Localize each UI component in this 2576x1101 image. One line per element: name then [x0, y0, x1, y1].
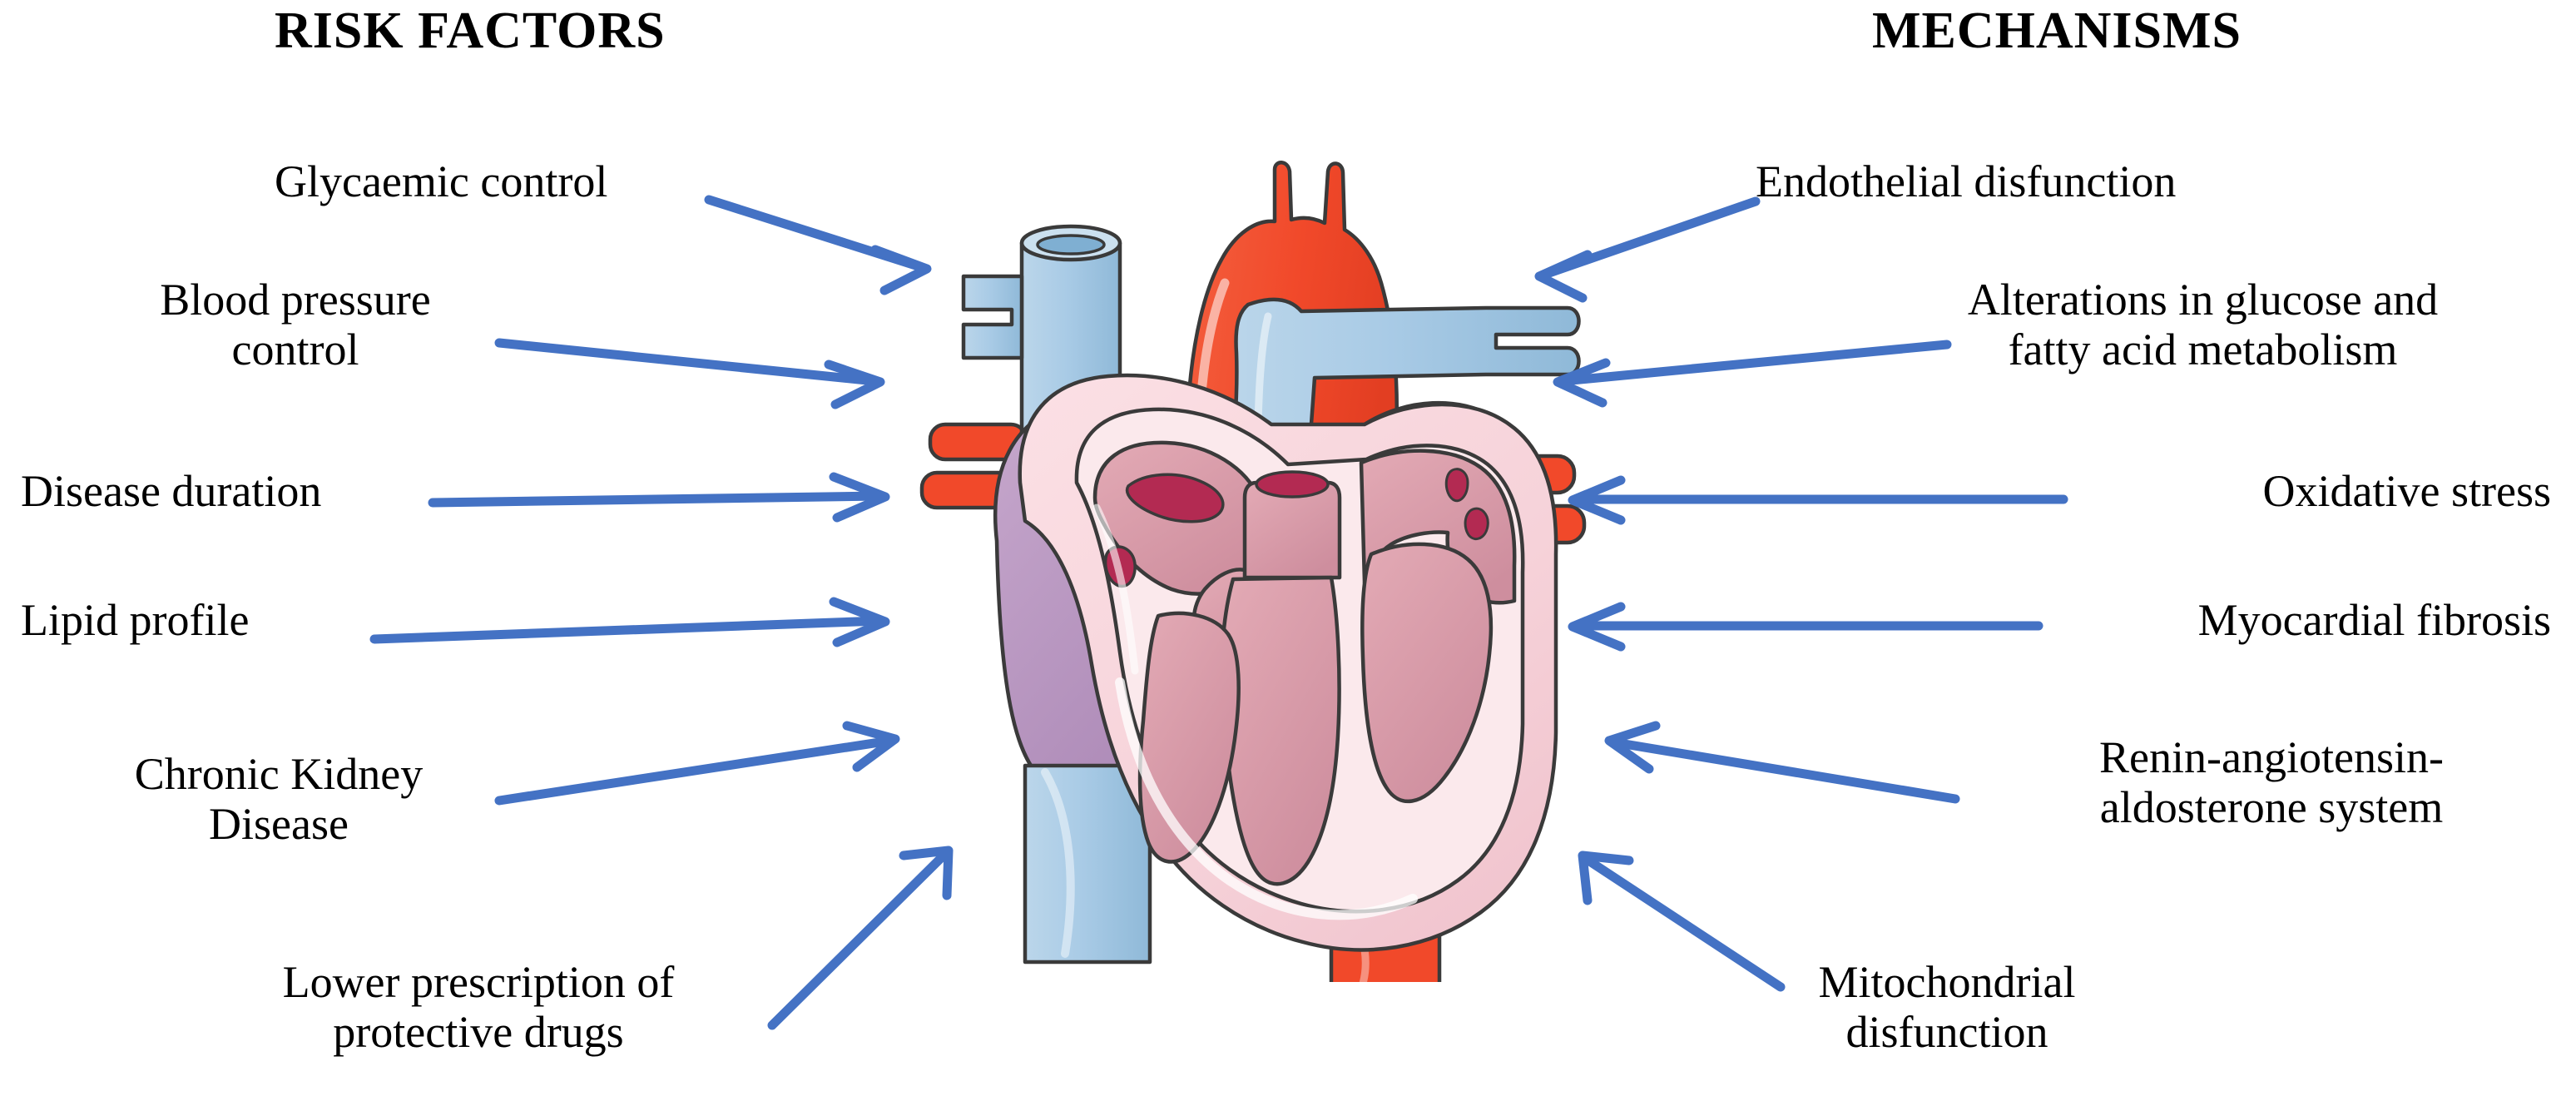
arrow-disease-duration	[428, 472, 890, 523]
heading-mechanisms: MECHANISMS	[1872, 2, 2242, 59]
label-glucose-fatty-acid-metabolism: Alterations in glucose and fatty acid me…	[1967, 275, 2439, 375]
arrow-blood-pressure	[494, 338, 885, 409]
label-lower-prescription-protective-drugs: Lower prescription of protective drugs	[282, 957, 675, 1058]
arrow-oxidative-stress	[1568, 475, 2068, 525]
label-lipid-profile: Lipid profile	[21, 595, 250, 645]
arrow-chronic-kidney-disease	[494, 721, 900, 806]
label-renin-angiotensin-aldosterone-system: Renin-angiotensin- aldosterone system	[2099, 732, 2444, 833]
arrow-lipid-profile	[369, 597, 890, 647]
label-myocardial-fibrosis: Myocardial fibrosis	[2197, 595, 2551, 645]
label-mitochondrial-disfunction: Mitochondrial disfunction	[1818, 957, 2076, 1058]
label-blood-pressure-control: Blood pressure control	[160, 275, 431, 375]
label-disease-duration: Disease duration	[21, 466, 322, 516]
heading-risk-factors: RISK FACTORS	[275, 2, 666, 59]
arrow-renin-angiotensin	[1604, 721, 1960, 804]
label-glycaemic-control: Glycaemic control	[275, 156, 608, 206]
label-oxidative-stress: Oxidative stress	[2262, 466, 2551, 516]
label-endothelial-disfunction: Endothelial disfunction	[1756, 156, 2177, 206]
heart-illustration	[919, 161, 1587, 982]
arrow-glycaemic-control	[704, 195, 932, 295]
label-chronic-kidney-disease: Chronic Kidney Disease	[134, 749, 424, 850]
arrow-myocardial-fibrosis	[1568, 602, 2043, 652]
